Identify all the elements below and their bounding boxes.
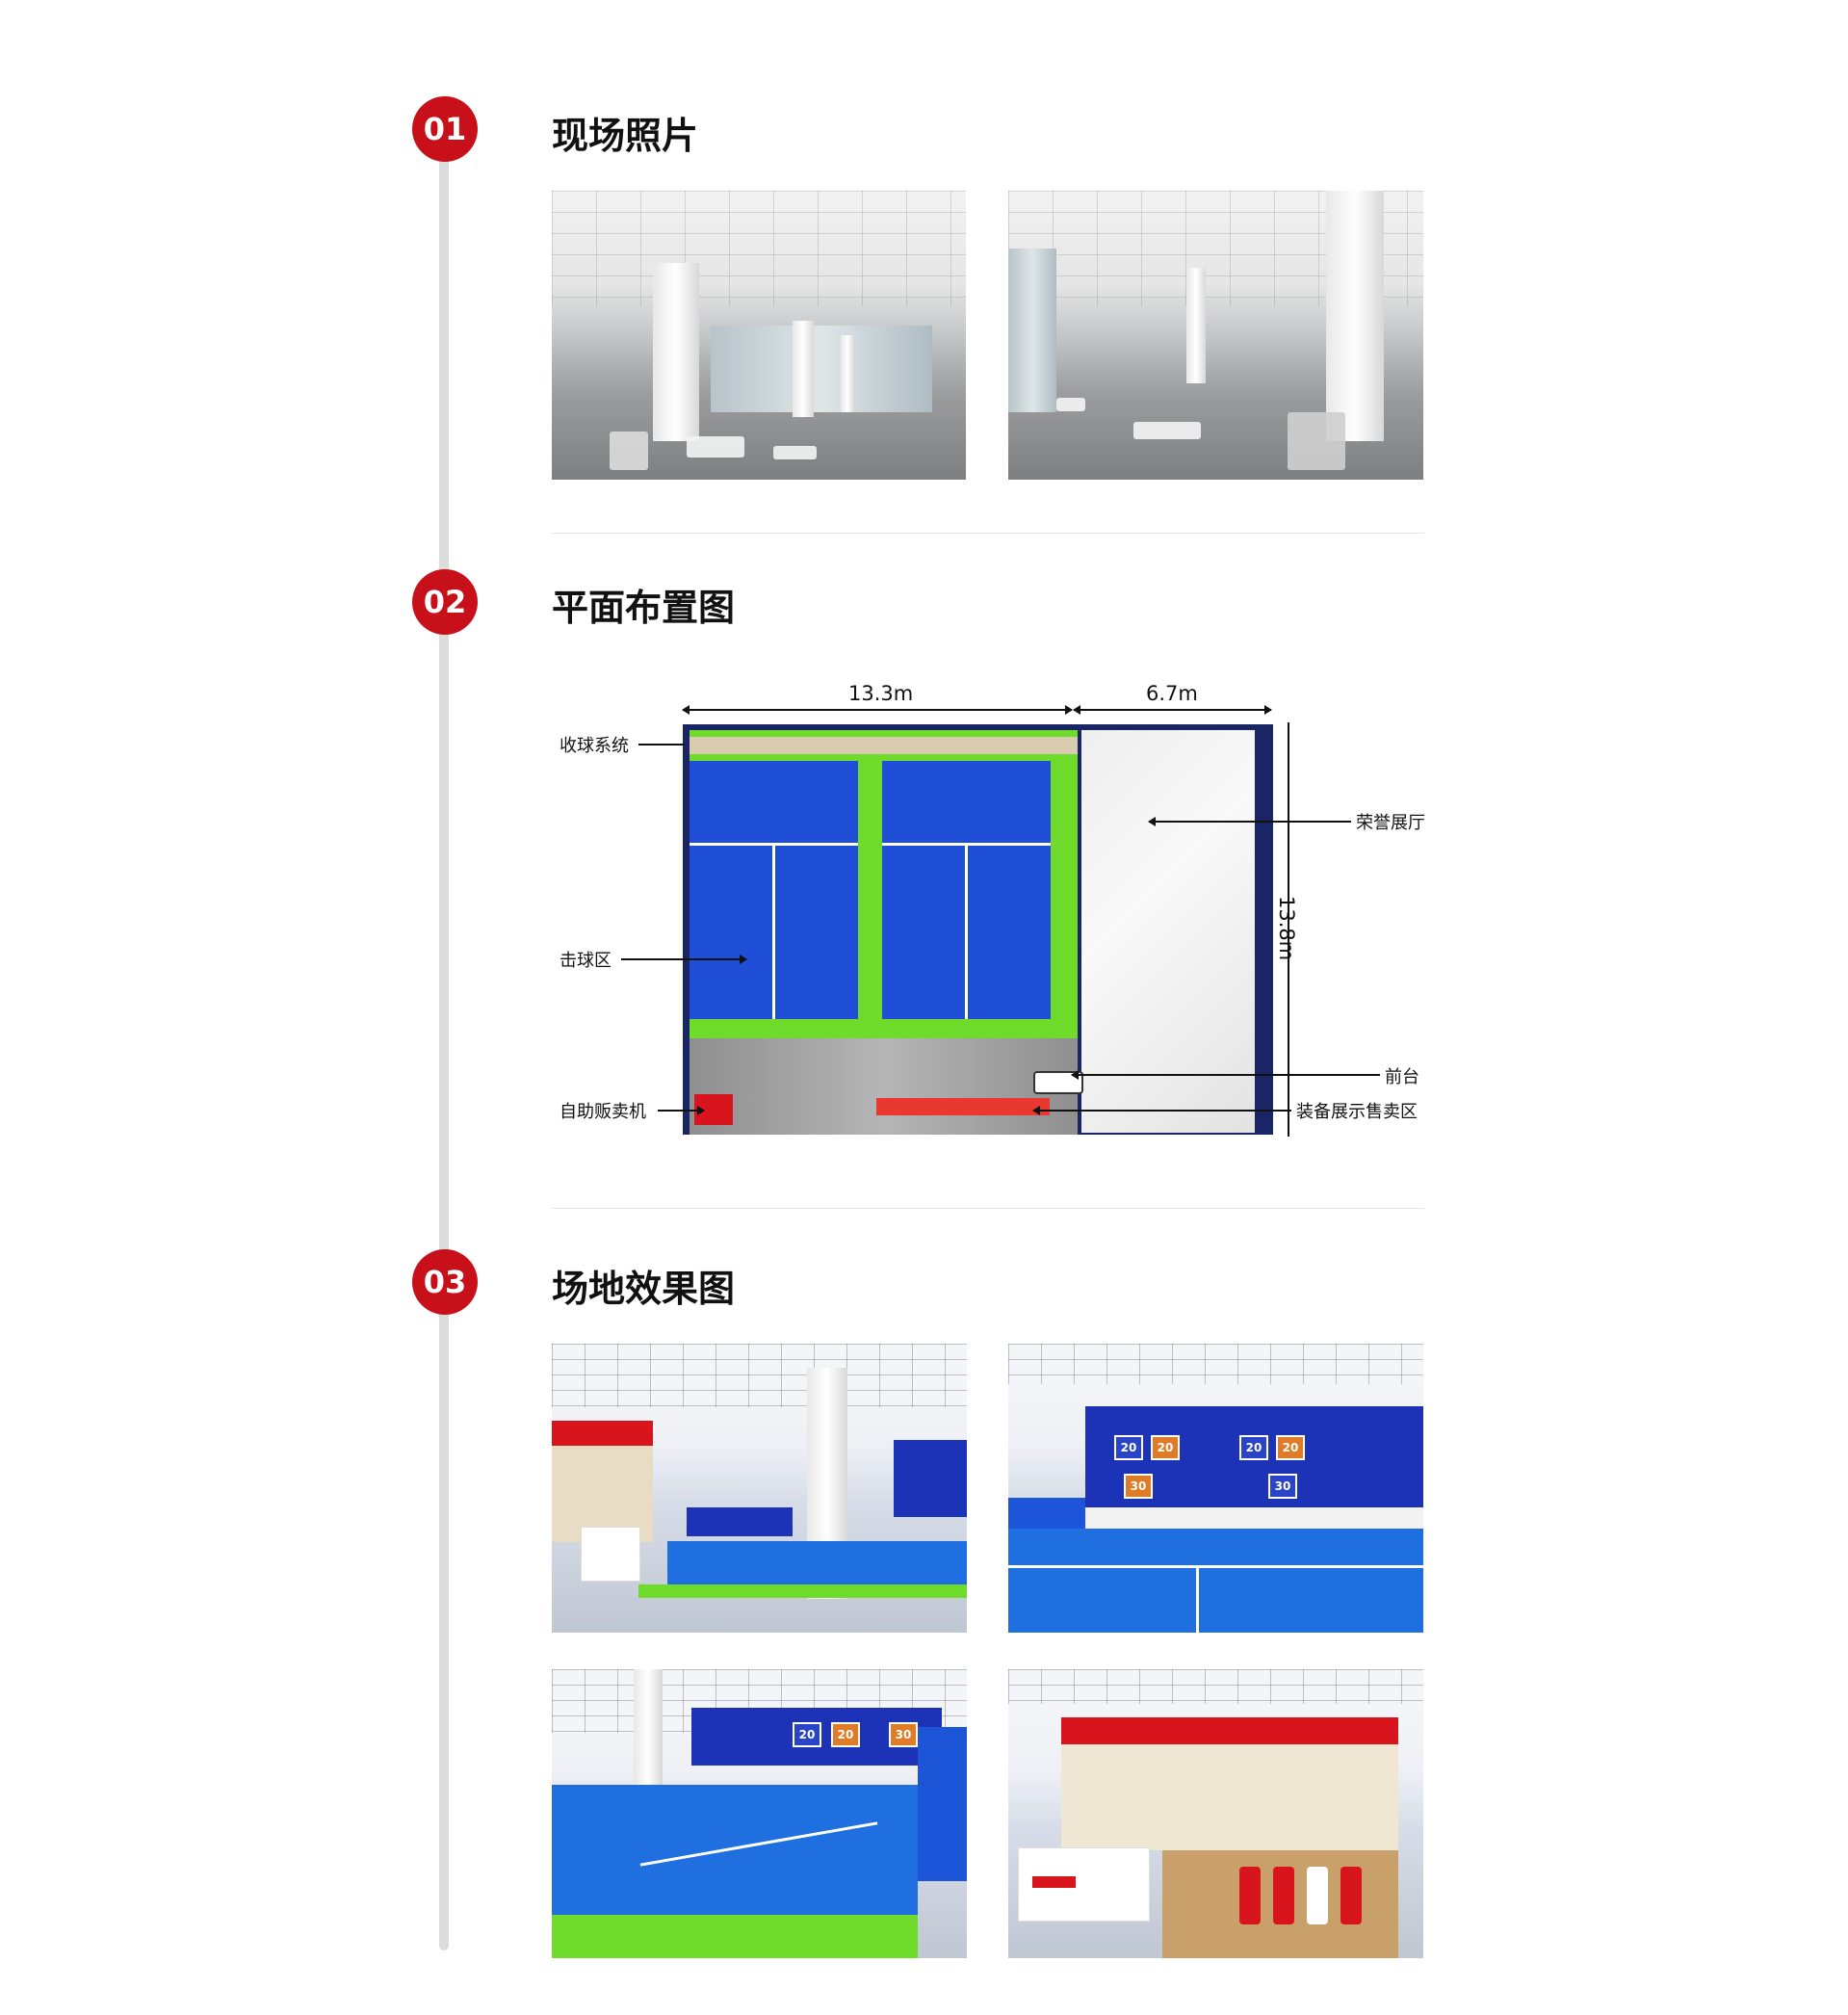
- leader-line: [1032, 1107, 1291, 1114]
- court-line: [965, 843, 968, 1019]
- green-strip: [638, 1584, 967, 1598]
- side-wall: [918, 1727, 967, 1881]
- wall-base: [1085, 1507, 1423, 1529]
- ball-machine: [1307, 1867, 1328, 1924]
- score-tile: 20: [1239, 1435, 1268, 1460]
- step-number-2: 02: [423, 584, 467, 620]
- ball-collection-bar: [690, 737, 1078, 754]
- leader-line: [1148, 818, 1351, 825]
- leader-line: [1071, 1071, 1380, 1079]
- pillar: [841, 335, 854, 412]
- window-band: [1008, 249, 1056, 412]
- leader-line: [621, 955, 747, 963]
- ball-machine: [1340, 1867, 1362, 1924]
- shelf-wall: [552, 1446, 653, 1542]
- pillar: [793, 321, 814, 417]
- leader-line: [658, 1107, 705, 1114]
- blue-wall: [687, 1507, 793, 1536]
- green-strip: [552, 1915, 918, 1958]
- label-honor-hall: 荣誉展厅: [1356, 813, 1425, 833]
- dim-width-left: 13.3m: [848, 682, 914, 705]
- score-wall: [894, 1440, 967, 1517]
- render-photo-4: [1008, 1669, 1423, 1958]
- ceiling-grid: [552, 191, 966, 306]
- pillar: [653, 263, 699, 441]
- leader-line: [638, 744, 685, 746]
- display-wall: [1061, 1744, 1398, 1850]
- label-equipment-area: 装备展示售卖区: [1296, 1102, 1418, 1122]
- debris: [687, 436, 744, 458]
- court: [1008, 1529, 1423, 1633]
- label-vending: 自助贩卖机: [560, 1102, 646, 1122]
- render-photo-2: 20 20 30 20 20 30: [1008, 1344, 1423, 1633]
- score-tile: 20: [1276, 1435, 1305, 1460]
- court-line: [1008, 1565, 1423, 1568]
- floor-plan: 13.3m 6.7m 13.8m 收球系统 击球区 自助贩卖机 荣誉展厅 前台 …: [552, 674, 1438, 1146]
- render-photo-3: 20 20 30: [552, 1669, 967, 1958]
- section-title-site-photos: 现场照片: [552, 115, 699, 157]
- step-number-3: 03: [423, 1264, 467, 1300]
- ball-machine: [1239, 1867, 1261, 1924]
- site-photo-1: [552, 191, 966, 480]
- step-badge-3: 03: [412, 1249, 478, 1315]
- debris: [773, 446, 817, 459]
- ball-machine: [1273, 1867, 1294, 1924]
- score-tile: 20: [1114, 1435, 1143, 1460]
- label-front-desk: 前台: [1385, 1067, 1419, 1087]
- render-ceiling: [1008, 1669, 1423, 1704]
- pillar: [1186, 268, 1206, 383]
- dim-line: [682, 706, 1073, 714]
- dim-line-vertical: [1288, 722, 1289, 1137]
- render-ceiling: [552, 1344, 967, 1407]
- render-ceiling: [1008, 1344, 1423, 1384]
- score-tile: 30: [1268, 1474, 1297, 1499]
- divider: [552, 1208, 1424, 1209]
- dim-width-right: 6.7m: [1146, 682, 1198, 705]
- court: [667, 1541, 967, 1589]
- brand-band: [552, 1421, 653, 1446]
- debris: [1133, 422, 1201, 439]
- score-tile: 30: [1124, 1474, 1153, 1499]
- court: [552, 1785, 918, 1929]
- court-line: [1196, 1565, 1199, 1633]
- step-badge-2: 02: [412, 569, 478, 635]
- section-title-floor-plan: 平面布置图: [552, 587, 736, 629]
- divider: [552, 533, 1424, 534]
- dim-line: [1073, 706, 1272, 714]
- timeline-line: [439, 144, 449, 1950]
- front-desk: [581, 1527, 640, 1582]
- equipment-counter: [876, 1098, 1050, 1115]
- score-tile: 20: [1151, 1435, 1180, 1460]
- step-number-1: 01: [423, 111, 467, 147]
- honor-hall-floor: [1081, 730, 1255, 1133]
- dim-height: 13.8m: [1275, 896, 1298, 961]
- score-tile: 20: [793, 1722, 821, 1747]
- label-ball-collection: 收球系统: [560, 736, 629, 756]
- debris: [1056, 398, 1085, 411]
- label-hitting-area: 击球区: [560, 951, 612, 971]
- window-band: [711, 326, 932, 412]
- brand-band: [1061, 1717, 1398, 1744]
- score-tile: 30: [889, 1722, 918, 1747]
- desk-logo: [1032, 1876, 1076, 1888]
- debris: [610, 432, 648, 470]
- site-photo-2: [1008, 191, 1423, 480]
- debris: [1288, 412, 1345, 470]
- lobby-floor: [690, 1038, 1078, 1135]
- render-photo-1: [552, 1344, 967, 1633]
- section-title-renderings: 场地效果图: [552, 1268, 736, 1310]
- court-line: [772, 843, 775, 1019]
- score-tile: 20: [831, 1722, 860, 1747]
- step-badge-1: 01: [412, 96, 478, 162]
- pillar: [1326, 191, 1384, 441]
